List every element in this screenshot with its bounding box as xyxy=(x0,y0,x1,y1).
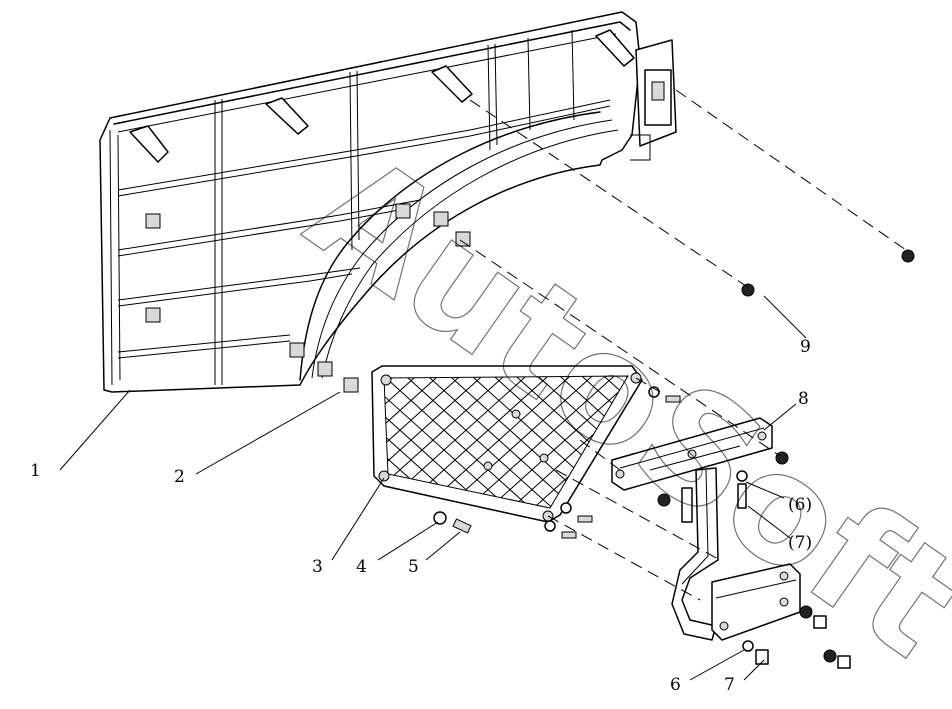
callout-7: 7 xyxy=(724,675,735,695)
callout-5: 5 xyxy=(408,557,419,577)
callout-1: 1 xyxy=(30,461,41,481)
callout-labels: 1 2 3 4 5 6 7 8 9 (6) (7) xyxy=(30,337,812,695)
callout-8: 8 xyxy=(798,389,809,409)
callout-9: 9 xyxy=(800,337,811,357)
callout-3: 3 xyxy=(312,557,323,577)
assembly-lines xyxy=(459,89,907,601)
callout-2: 2 xyxy=(174,467,185,487)
leader-lines xyxy=(59,295,807,681)
callout-6-paren: (6) xyxy=(788,495,812,515)
step-bracket xyxy=(611,417,801,641)
callout-4: 4 xyxy=(356,557,367,577)
mudguard-panel xyxy=(99,11,677,393)
callout-7-paren: (7) xyxy=(788,533,812,553)
panel-clips xyxy=(129,29,635,377)
mesh-grid xyxy=(384,376,628,508)
mesh-step-plate xyxy=(371,365,643,523)
clip-nut-part-2 xyxy=(343,231,471,393)
callout-6: 6 xyxy=(670,675,681,695)
